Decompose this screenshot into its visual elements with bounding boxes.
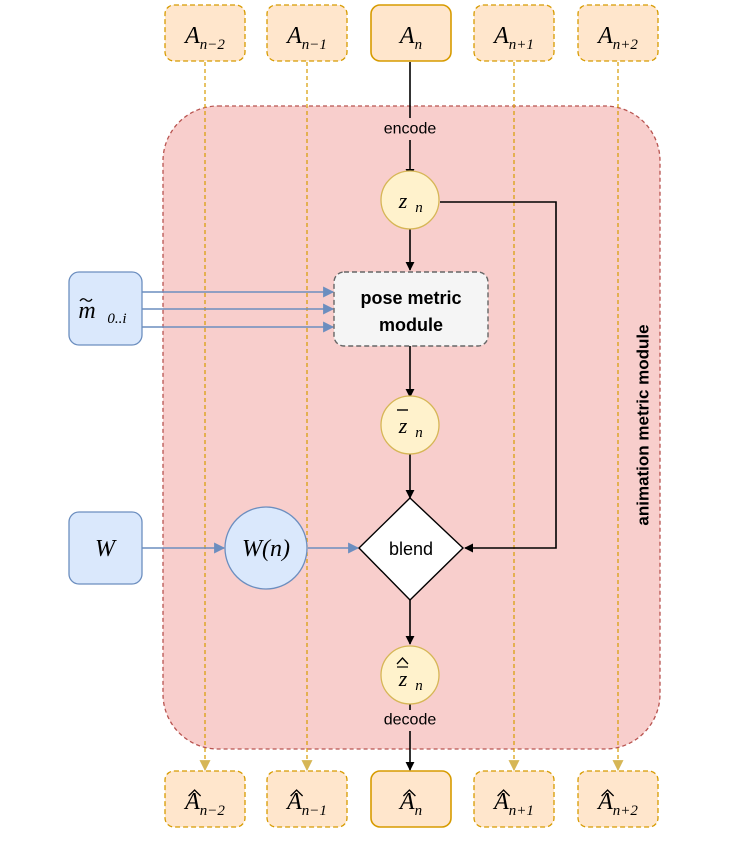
input-frame: An−1	[266, 4, 348, 62]
output-frame-hat	[290, 789, 304, 797]
latent-zhat-node: z n	[380, 645, 440, 705]
latent-z-node: z n	[380, 170, 440, 230]
latent-zhat-hat	[396, 657, 409, 665]
output-frame-hat	[497, 789, 511, 797]
blue-input-arrows	[142, 286, 360, 554]
blend-node: blend	[358, 497, 465, 601]
output-frame: An−2	[164, 770, 246, 828]
input-frame: An−2	[164, 4, 246, 62]
latent-z-sub: n	[415, 200, 423, 216]
latent-zhat-base: z	[398, 666, 408, 691]
output-frame: An+2	[577, 770, 659, 828]
latent-z-base: z	[398, 188, 408, 213]
w-function-label: W(n)	[242, 536, 290, 562]
output-frames: An−2 An−1 An An+1 An+2	[164, 770, 659, 828]
pose-metric-module: pose metric module	[333, 271, 489, 347]
output-frame: An−1	[266, 770, 348, 828]
output-frame-hat	[601, 789, 615, 797]
input-frame-label: An+1	[492, 23, 534, 53]
w-function-node: W(n)	[224, 506, 308, 590]
arrow-z-skip-to-blend	[440, 201, 557, 553]
output-frame-label: An+1	[492, 789, 534, 819]
pose-metric-module-line2: module	[379, 315, 443, 335]
w-input-label: W	[95, 536, 117, 562]
m-tilde-input: m 0..i	[68, 271, 143, 346]
input-frame-label: An−2	[183, 23, 225, 53]
input-frame: An+2	[577, 4, 659, 62]
output-frame-label: An−1	[285, 789, 327, 819]
blend-label: blend	[389, 539, 433, 559]
animation-metric-module-label: animation metric module	[634, 324, 653, 525]
input-frames: An−2 An−1 An An+1 An+2	[164, 4, 659, 62]
m-tilde-mark	[79, 298, 93, 302]
output-frame-label: An−2	[183, 789, 225, 819]
latent-zhat-sub: n	[415, 678, 423, 694]
output-frame-label: An	[398, 789, 422, 819]
latent-zbar-node: z n	[380, 395, 440, 455]
output-frame-hat	[188, 789, 202, 797]
latent-zbar-sub: n	[415, 425, 423, 441]
passthrough-lines	[199, 62, 624, 772]
input-frame-label: An	[398, 23, 422, 53]
output-frame-label: An+2	[596, 789, 638, 819]
output-frame: An+1	[473, 770, 555, 828]
input-frame: An	[370, 4, 452, 62]
m-tilde-base: m	[78, 298, 95, 324]
output-frame: An	[370, 770, 452, 828]
output-frame-hat	[402, 789, 416, 797]
encode-label: encode	[384, 121, 437, 138]
pose-metric-module-line1: pose metric	[360, 288, 461, 308]
m-tilde-sub: 0..i	[107, 311, 126, 327]
latent-zbar-base: z	[398, 413, 408, 438]
input-frame: An+1	[473, 4, 555, 62]
decode-label: decode	[384, 712, 437, 729]
w-input: W	[68, 511, 143, 585]
input-frame-label: An+2	[596, 23, 638, 53]
input-frame-label: An−1	[285, 23, 327, 53]
